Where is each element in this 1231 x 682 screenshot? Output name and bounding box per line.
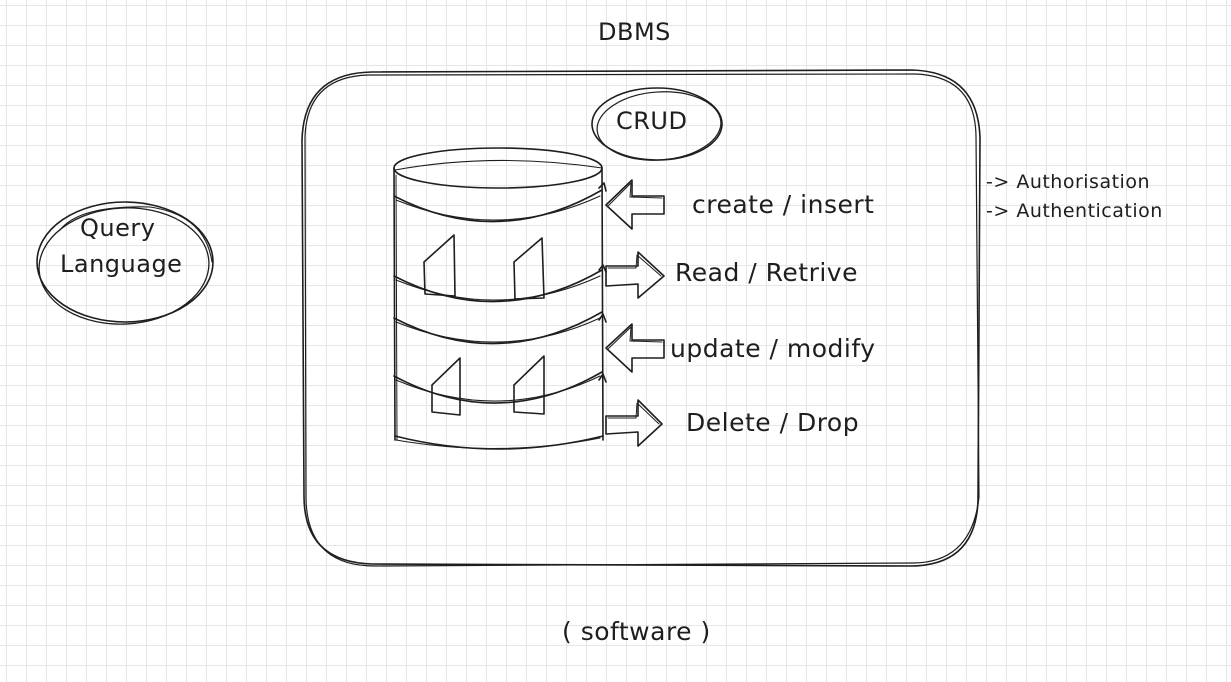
arrow-out-icon [605, 399, 663, 447]
operation-read-label: Read / Retrive [675, 258, 858, 287]
query-language-circle [36, 201, 214, 325]
arrow-out-icon [605, 251, 665, 299]
security-authorisation-label: -> Authorisation [986, 171, 1150, 193]
security-authentication-label: -> Authentication [986, 200, 1163, 222]
dbms-title: DBMS [598, 18, 671, 46]
crud-label: CRUD [616, 107, 688, 135]
operation-create-label: create / insert [692, 190, 875, 219]
arrow-in-icon [605, 179, 665, 230]
crud-circle [591, 87, 723, 161]
query-language-label-line2: Language [60, 250, 183, 278]
dbms-container [301, 69, 981, 567]
operation-update-label: update / modify [670, 334, 876, 363]
query-language-label-line1: Query [80, 214, 156, 242]
arrow-in-icon [605, 323, 665, 373]
software-caption: ( software ) [562, 617, 711, 646]
database-cylinder-icon [393, 147, 607, 450]
operation-delete-label: Delete / Drop [686, 408, 860, 437]
